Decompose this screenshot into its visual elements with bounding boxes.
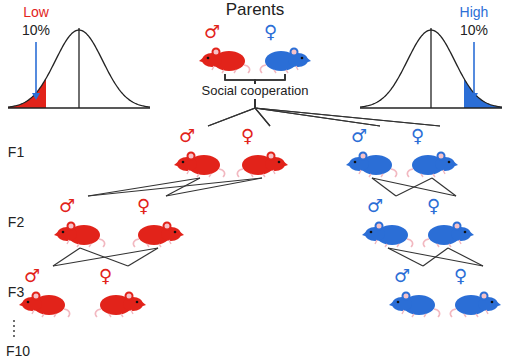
lineage-line <box>53 248 158 266</box>
lineage-line <box>396 178 432 196</box>
mouse-node: ♂ <box>345 126 399 178</box>
tail-label: Low <box>23 4 49 20</box>
sex-symbol: ♀ <box>405 126 459 146</box>
mouse-node: ♂ <box>18 266 72 318</box>
mouse-figure <box>93 286 147 318</box>
sex-symbol: ♂ <box>18 266 72 286</box>
lineage-line <box>208 74 255 126</box>
sex-symbol: ♂ <box>53 196 107 216</box>
mouse-node: ♀ <box>131 196 185 248</box>
mouse-node: ♂ <box>173 126 227 178</box>
generation-label: F10 <box>6 343 30 359</box>
mean-line <box>430 28 431 108</box>
mouse-figure <box>405 146 459 178</box>
pointer-arrow <box>470 42 478 100</box>
tail-shade <box>8 78 46 108</box>
sex-symbol: ♀ <box>131 196 185 216</box>
sex-symbol: ♂ <box>388 266 442 286</box>
arrow-head <box>32 93 40 100</box>
sex-symbol: ♀ <box>448 266 502 286</box>
mouse-figure <box>198 42 252 74</box>
mouse-figure <box>388 286 442 318</box>
lineage-line <box>208 74 285 126</box>
sex-symbol: ♂ <box>345 126 399 146</box>
mouse-node: ♂ <box>198 22 252 74</box>
sex-symbol: ♂ <box>361 196 415 216</box>
tail-label: High <box>460 4 489 20</box>
mouse-figure <box>235 146 289 178</box>
mouse-figure <box>18 286 72 318</box>
generation-dots <box>13 320 14 340</box>
arrow-shaft <box>35 42 37 94</box>
mouse-figure <box>448 286 502 318</box>
lineage-line <box>225 74 440 126</box>
mouse-node: ♂ <box>361 196 415 248</box>
lineage-line <box>372 178 456 196</box>
lineage-line <box>423 248 448 266</box>
mouse-figure <box>345 146 399 178</box>
pointer-arrow <box>32 42 40 100</box>
sex-symbol: ♂ <box>173 126 227 146</box>
mouse-figure <box>131 216 185 248</box>
percent-label: 10% <box>22 22 50 38</box>
lineage-line <box>448 248 483 266</box>
mouse-node: ♀ <box>235 126 289 178</box>
mouse-node: ♀ <box>405 126 459 178</box>
lineage-line <box>166 178 262 196</box>
mean-line <box>78 28 79 108</box>
mouse-figure <box>361 216 415 248</box>
lineage-line <box>388 248 423 266</box>
tail-shade <box>464 78 502 108</box>
lineage-line <box>88 178 262 196</box>
mouse-node: ♂ <box>53 196 107 248</box>
mouse-figure <box>421 216 475 248</box>
sex-symbol: ♀ <box>421 196 475 216</box>
mouse-node: ♀ <box>258 22 312 74</box>
mouse-node: ♀ <box>93 266 147 318</box>
sex-symbol: ♀ <box>93 266 147 286</box>
arrow-shaft <box>473 42 475 94</box>
lineage-line <box>255 74 285 126</box>
bell-curve <box>8 28 150 108</box>
mouse-node: ♀ <box>448 266 502 318</box>
lineage-line <box>388 248 483 266</box>
sex-symbol: ♂ <box>198 22 252 42</box>
mouse-node: ♀ <box>421 196 475 248</box>
arrow-head <box>470 93 478 100</box>
lineage-line <box>432 178 456 196</box>
mouse-node: ♂ <box>388 266 442 318</box>
lineage-line <box>255 74 440 126</box>
generation-label: F1 <box>8 144 24 160</box>
selection-label: Social cooperation <box>199 84 312 99</box>
bell-curve <box>360 28 502 108</box>
generation-label: F3 <box>8 284 24 300</box>
lineage-line <box>128 248 158 266</box>
group-heading: Parents <box>226 0 285 20</box>
percent-label: 10% <box>460 22 488 38</box>
sex-symbol: ♀ <box>235 126 289 146</box>
mouse-figure <box>173 146 227 178</box>
mouse-figure <box>258 42 312 74</box>
sex-symbol: ♀ <box>258 22 312 42</box>
generation-label: F2 <box>8 214 24 230</box>
mouse-figure <box>53 216 107 248</box>
